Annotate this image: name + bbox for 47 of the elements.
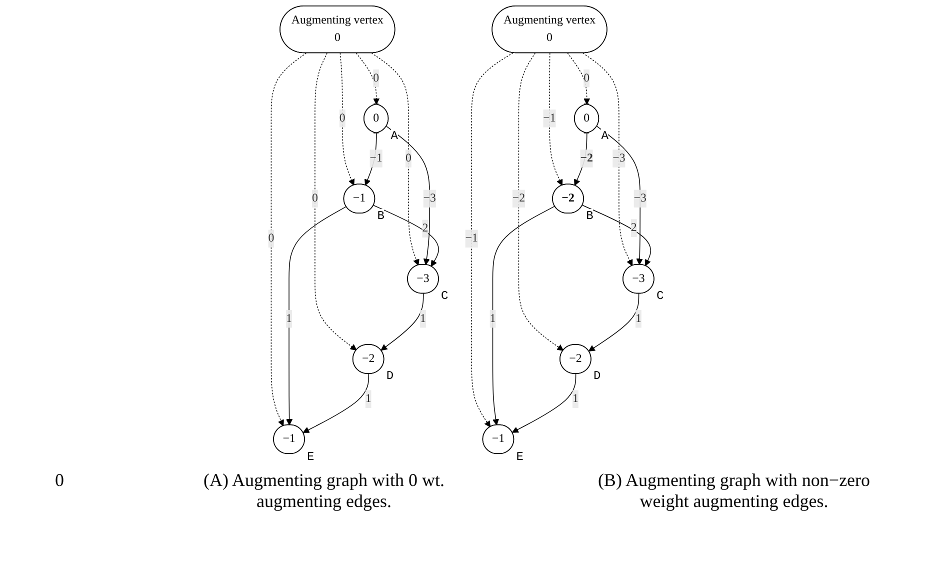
arrow [582,204,651,266]
arrow [286,206,346,426]
edge-label: −1 [542,112,556,124]
arrow [518,52,564,351]
arrow [386,126,430,266]
arrow [380,293,424,351]
arrow [596,126,642,265]
arrow [302,373,369,433]
arrow [314,52,356,350]
edge-label: 1 [420,312,426,325]
arrow [339,52,354,186]
edge-label: −3 [612,152,625,164]
arrow [574,132,587,186]
edge-label: 1 [634,312,641,325]
edge-label: 0 [268,232,274,245]
edge-label: 0 [404,152,411,164]
arrow [370,52,419,266]
arrow [548,52,562,186]
edge-label: 0 [338,112,345,124]
arrow [355,52,380,105]
arrow [588,293,639,352]
arrow [470,52,513,428]
caption: 0 [55,470,64,492]
arrow [582,52,632,266]
edge-label: −3 [633,192,646,205]
arrow [270,52,306,426]
edge-label: −1 [464,232,478,245]
arrow [364,132,376,186]
edge-label: −2 [512,192,525,205]
edge-label: 0 [311,192,318,205]
edge-label: 1 [489,312,496,325]
edge-label: −2 [580,152,592,164]
edge-label: 1 [572,392,578,406]
edge-label: 2 [422,222,428,235]
caption: (B) Augmenting graph with non−zero weight augmenting edges. [596,470,872,512]
edge-label: −3 [422,192,436,205]
edge-label: −1 [369,152,382,164]
edge-label: 1 [364,392,371,406]
edge-label: 1 [286,312,292,325]
edge-label: 0 [583,72,590,84]
arrow [566,52,590,105]
arrow [511,373,576,433]
caption: (A) Augmenting graph with 0 wt. augmenting edges. [202,470,446,512]
edge-label: 2 [630,221,636,234]
arrow [372,205,438,267]
edge-label: 0 [372,72,379,84]
arrow [492,206,555,426]
